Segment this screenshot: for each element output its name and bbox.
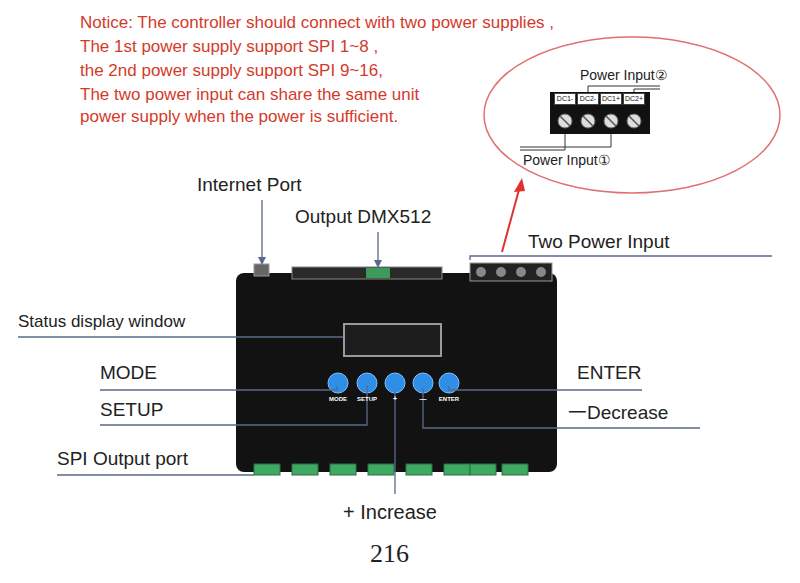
button-label: + Increase — [343, 500, 437, 524]
terminal-cell: DC1- — [554, 93, 576, 105]
button-label: SETUP — [100, 399, 163, 422]
power-label: Power Input② — [580, 67, 668, 84]
button-label: MODE — [100, 362, 157, 385]
dmx-connector — [292, 267, 442, 279]
control-buttons — [328, 373, 459, 393]
button-label: 一Decrease — [568, 402, 668, 425]
notice-text: power supply when the power is sufficien… — [80, 107, 398, 127]
notice-text: the 2nd power supply support SPI 9~16, — [80, 61, 383, 81]
part-label: Internet Port — [197, 174, 302, 197]
leader-lines — [18, 200, 772, 494]
button-caption: MODE — [329, 396, 347, 403]
notice-text: The 1st power supply support SPI 1~8 , — [80, 37, 378, 57]
controller-housing — [236, 273, 557, 472]
part-label: Two Power Input — [528, 231, 670, 254]
port-arrowhead — [258, 257, 266, 265]
figure-number: 216 — [370, 538, 409, 569]
notice-text: Notice: The controller should connect wi… — [80, 13, 554, 33]
terminal-label: DC2+ — [624, 94, 644, 104]
screw-slots — [560, 116, 639, 126]
button-caption: + — [393, 395, 397, 403]
button-caption: — — [420, 395, 427, 403]
terminal-screws — [558, 114, 641, 128]
zoom-pointer — [502, 186, 520, 252]
status-display — [344, 324, 441, 356]
terminal-label: DC2- — [578, 94, 598, 104]
terminal-block — [550, 92, 650, 134]
dmx-arrowhead — [374, 260, 382, 268]
zoom-circle — [484, 37, 780, 193]
terminal-cell: DC1+ — [600, 93, 622, 105]
notice-text: The two power input can share the same u… — [80, 85, 419, 105]
power-wires — [520, 86, 660, 150]
power-terminal — [470, 263, 552, 281]
dmx-terminal — [366, 268, 390, 278]
zoom-arrowhead — [514, 178, 525, 192]
spi-output-ports — [254, 464, 528, 475]
terminal-cell: DC2+ — [623, 93, 645, 105]
ethernet-port — [254, 264, 269, 276]
power-label: Power Input① — [523, 152, 611, 169]
button-label: ENTER — [577, 362, 641, 385]
button-caption: ENTER — [439, 396, 459, 403]
terminal-label: DC1- — [555, 94, 575, 104]
terminal-cell: DC2- — [577, 93, 599, 105]
part-label: Status display window — [18, 312, 185, 332]
part-label: SPI Output port — [57, 448, 188, 471]
power-screws — [476, 267, 546, 277]
part-label: Output DMX512 — [295, 206, 431, 229]
terminal-label: DC1+ — [601, 94, 621, 104]
button-caption: SETUP — [357, 396, 377, 403]
